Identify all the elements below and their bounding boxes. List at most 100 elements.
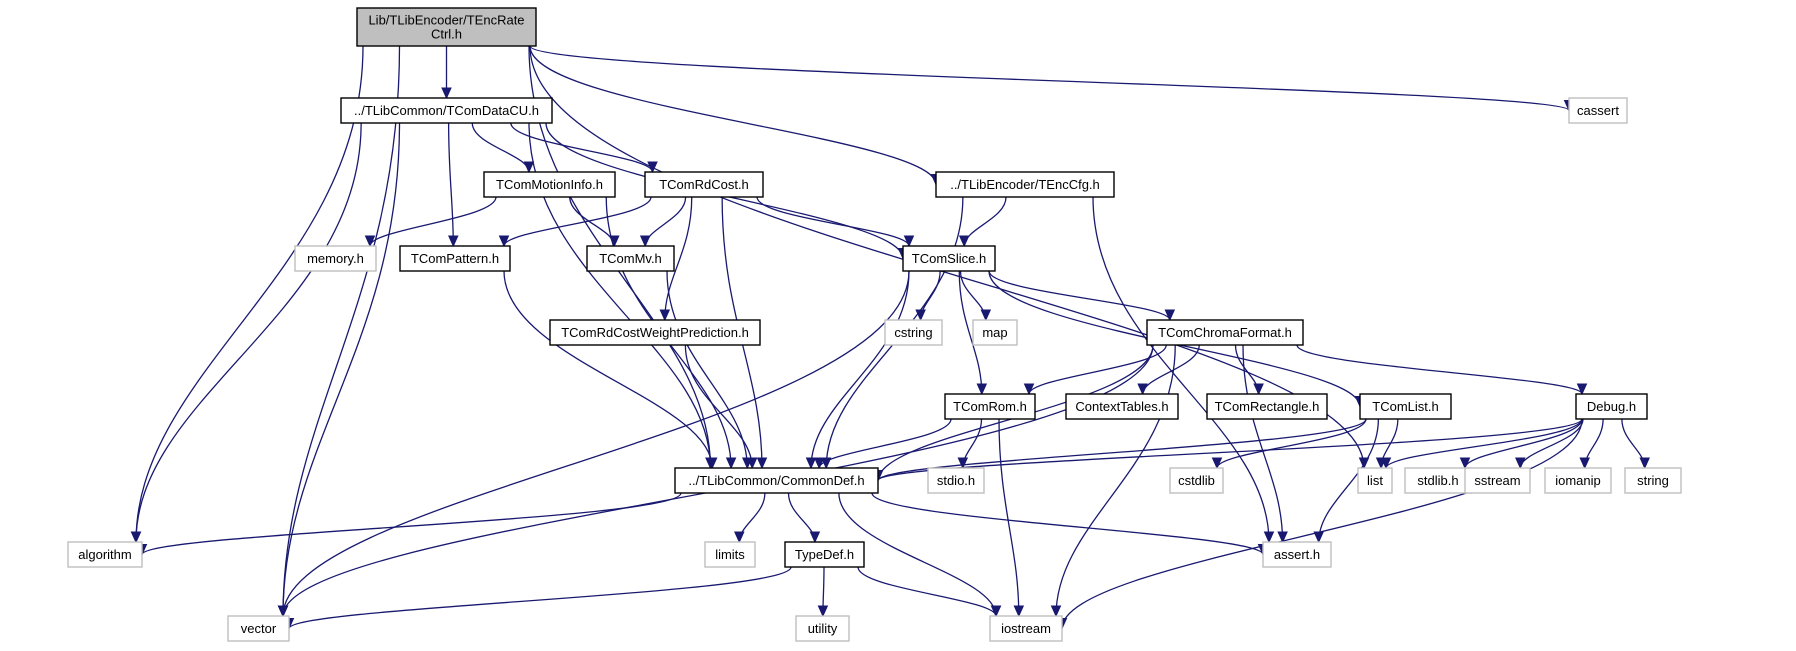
arrowhead-rdcost-to-commondef bbox=[756, 457, 768, 470]
node-box-sstream bbox=[1464, 467, 1531, 494]
arrowhead-rdcostwp-to-commondef bbox=[746, 457, 758, 470]
node-box-list bbox=[1357, 467, 1393, 494]
edge-slice-to-rom bbox=[958, 270, 983, 395]
edge-datacu-to-vector bbox=[282, 122, 401, 617]
arrowhead-chroma-to-debug bbox=[1576, 383, 1588, 396]
node-box-debug bbox=[1575, 393, 1648, 420]
arrowhead-rdcost-to-pattern bbox=[498, 235, 510, 248]
edge-rdcost-to-rdcostwp bbox=[664, 196, 693, 321]
edge-datacu-to-motioninfo bbox=[471, 122, 530, 173]
node-rom[interactable]: TComRom.h bbox=[944, 393, 1036, 420]
node-utility: utility bbox=[795, 615, 850, 642]
edge-debug-to-iostream bbox=[1061, 418, 1583, 629]
edge-tlist-to-cstdlib bbox=[1216, 418, 1367, 469]
node-box-utility bbox=[795, 615, 850, 642]
edge-typedef-to-iostream bbox=[857, 566, 997, 617]
node-box-rdcost bbox=[644, 171, 764, 198]
node-debug[interactable]: Debug.h bbox=[1575, 393, 1648, 420]
node-list: list bbox=[1357, 467, 1393, 494]
edge-chroma-to-iostream bbox=[1055, 344, 1176, 617]
edge-rdcost-to-pattern bbox=[503, 196, 652, 247]
node-box-limits bbox=[704, 541, 756, 568]
node-pattern[interactable]: TComPattern.h bbox=[399, 245, 511, 272]
edge-slice-to-commondef bbox=[810, 270, 910, 469]
node-box-asserth bbox=[1262, 541, 1332, 568]
node-label-slice: TComSlice.h bbox=[912, 251, 986, 266]
edge-datacu-to-algorithm bbox=[135, 122, 362, 543]
node-label-ctxtables: ContextTables.h bbox=[1075, 399, 1168, 414]
node-rect[interactable]: TComRectangle.h bbox=[1206, 393, 1328, 420]
node-box-iomanip bbox=[1544, 467, 1612, 494]
node-box-root bbox=[356, 7, 537, 47]
node-ctxtables[interactable]: ContextTables.h bbox=[1065, 393, 1179, 420]
node-box-iostream bbox=[989, 615, 1063, 642]
arrowhead-rom-to-stdio bbox=[957, 457, 969, 470]
arrowhead-rdcost-to-slice bbox=[903, 235, 915, 248]
node-typedef[interactable]: TypeDef.h bbox=[784, 541, 865, 568]
edge-rom-to-iostream bbox=[998, 418, 1020, 617]
node-box-stdio bbox=[927, 467, 985, 494]
node-chroma[interactable]: TComChromaFormat.h bbox=[1146, 319, 1304, 346]
edge-commondef-to-iostream bbox=[838, 492, 997, 617]
arrowhead-tlist-to-cstdlib bbox=[1211, 457, 1223, 470]
node-label-list: list bbox=[1367, 473, 1383, 488]
edge-datacu-to-rdcost bbox=[510, 122, 654, 173]
node-box-mv bbox=[586, 245, 675, 272]
edge-debug-to-list bbox=[1385, 418, 1583, 469]
arrowhead-pattern-to-commondef bbox=[706, 457, 718, 470]
node-label-iomanip: iomanip bbox=[1555, 473, 1601, 488]
node-label-stdio: stdio.h bbox=[937, 473, 975, 488]
node-label-rdcostwp: TComRdCostWeightPrediction.h bbox=[561, 325, 749, 340]
arrowhead-datacu-to-motioninfo bbox=[523, 161, 535, 174]
arrowhead-typedef-to-utility bbox=[817, 605, 829, 618]
node-box-motioninfo bbox=[483, 171, 616, 198]
node-commondef[interactable]: ../TLibCommon/CommonDef.h bbox=[674, 467, 879, 494]
node-slice[interactable]: TComSlice.h bbox=[902, 245, 996, 272]
node-vector: vector bbox=[227, 615, 290, 642]
node-box-algorithm bbox=[67, 541, 143, 568]
arrowhead-slice-to-map bbox=[980, 309, 992, 322]
edge-datacu-to-pattern bbox=[447, 122, 454, 247]
node-label-memory: memory.h bbox=[307, 251, 364, 266]
node-limits: limits bbox=[704, 541, 756, 568]
node-label-limits: limits bbox=[715, 547, 745, 562]
node-box-cassert bbox=[1568, 97, 1628, 124]
node-box-typedef bbox=[784, 541, 865, 568]
node-motioninfo[interactable]: TComMotionInfo.h bbox=[483, 171, 616, 198]
node-cassert: cassert bbox=[1568, 97, 1628, 124]
arrowhead-chroma-to-ctxtables bbox=[1137, 383, 1148, 396]
edge-chroma-to-debug bbox=[1296, 344, 1583, 395]
node-label-stdlibh: stdlib.h bbox=[1417, 473, 1458, 488]
node-label-sstream: sstream bbox=[1474, 473, 1520, 488]
edge-motioninfo-to-memory bbox=[369, 196, 497, 247]
node-enccfg[interactable]: ../TLibEncoder/TEncCfg.h bbox=[935, 171, 1115, 198]
node-label-pattern: TComPattern.h bbox=[411, 251, 499, 266]
edge-root-to-vector bbox=[282, 45, 401, 617]
node-label-chroma: TComChromaFormat.h bbox=[1158, 325, 1292, 340]
node-algorithm: algorithm bbox=[67, 541, 143, 568]
node-label-string: string bbox=[1637, 473, 1669, 488]
edge-rdcost-to-slice bbox=[756, 196, 910, 247]
node-string: string bbox=[1624, 467, 1682, 494]
node-iostream: iostream bbox=[989, 615, 1063, 642]
node-sstream: sstream bbox=[1464, 467, 1531, 494]
node-rdcost[interactable]: TComRdCost.h bbox=[644, 171, 764, 198]
node-box-rect bbox=[1206, 393, 1328, 420]
node-box-enccfg bbox=[935, 171, 1115, 198]
node-tlist[interactable]: TComList.h bbox=[1359, 393, 1452, 420]
edge-commondef-to-algorithm bbox=[141, 492, 682, 556]
edge-chroma-to-rom bbox=[1028, 344, 1167, 395]
arrowhead-debug-to-string bbox=[1639, 457, 1650, 470]
node-mv[interactable]: TComMv.h bbox=[586, 245, 675, 272]
node-box-stdlibh bbox=[1404, 467, 1472, 494]
node-box-tlist bbox=[1359, 393, 1452, 420]
node-label-root: Lib/TLibEncoder/TEncRate bbox=[368, 13, 524, 28]
node-cstring: cstring bbox=[884, 319, 943, 346]
node-box-ctxtables bbox=[1065, 393, 1179, 420]
node-datacu[interactable]: ../TLibCommon/TComDataCU.h bbox=[340, 97, 553, 124]
arrowhead-slice-to-rom bbox=[976, 383, 988, 396]
node-box-slice bbox=[902, 245, 996, 272]
node-rdcostwp[interactable]: TComRdCostWeightPrediction.h bbox=[549, 319, 761, 346]
